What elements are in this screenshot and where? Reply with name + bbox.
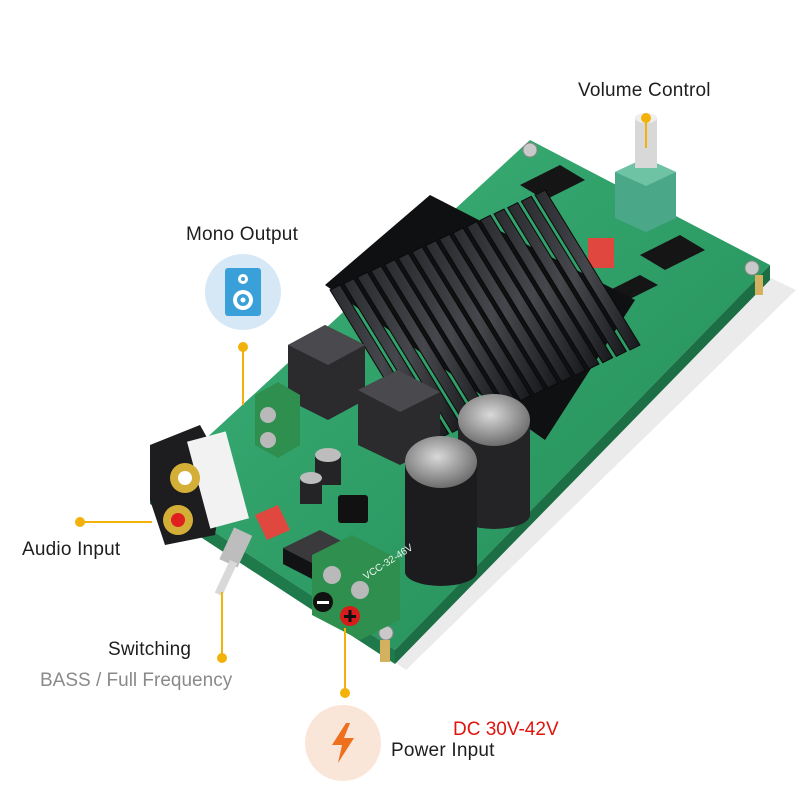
speaker-terminal xyxy=(255,382,300,458)
volume-potentiometer xyxy=(615,113,676,232)
polarity-plus-marker xyxy=(340,606,360,626)
mono-output-label: Mono Output xyxy=(186,224,299,245)
lightning-bolt-icon xyxy=(305,705,381,781)
speaker-icon xyxy=(205,254,281,330)
heatsink-fin xyxy=(465,221,573,383)
film-capacitor xyxy=(588,238,614,268)
electrolytic-capacitors xyxy=(300,394,530,586)
audio-input-label: Audio Input xyxy=(22,539,121,560)
power-input-line xyxy=(344,628,346,690)
heatsink-fin xyxy=(479,214,587,376)
polarity-minus-marker xyxy=(313,592,333,612)
volume-control-label: Volume Control xyxy=(578,80,711,101)
volume-control-line xyxy=(645,118,647,148)
heatsink-fin xyxy=(452,227,559,389)
heatsink-fin xyxy=(534,189,641,351)
voltage-regulator xyxy=(283,495,368,582)
heatsink-fin xyxy=(424,240,532,402)
mono-output-line xyxy=(242,347,244,405)
power-input-label: Power Input xyxy=(391,740,495,761)
toggle-switch xyxy=(214,505,290,597)
switching-label: Switching xyxy=(108,639,192,660)
power-input-dot xyxy=(340,688,350,698)
heatsink-fin xyxy=(493,208,600,370)
heatsink-fin xyxy=(520,195,628,357)
power-voltage-label: DC 30V-42V xyxy=(453,719,559,740)
switching-dot xyxy=(217,653,227,663)
heatsink-fin xyxy=(438,233,546,395)
rca-jacks xyxy=(150,425,249,545)
switching-line xyxy=(221,592,223,654)
inductors xyxy=(288,325,440,465)
audio-input-line xyxy=(80,521,152,523)
power-terminal xyxy=(312,535,400,640)
heatsink-fin xyxy=(506,202,614,364)
switching-sublabel: BASS / Full Frequency xyxy=(40,670,233,691)
